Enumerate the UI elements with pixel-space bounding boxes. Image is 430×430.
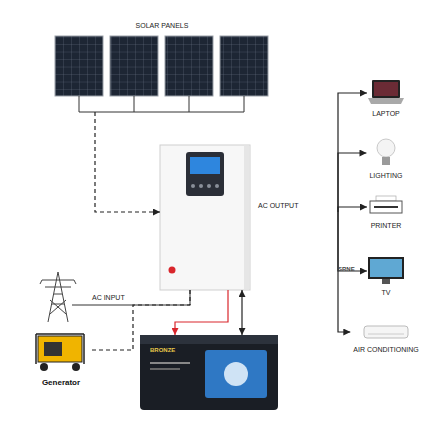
battery-icon-part [150,368,180,370]
printer-icon-part [374,206,398,208]
panel-wire-part [79,96,244,112]
battery-charge-line [175,290,228,335]
node-label: Generator [42,378,80,387]
air-conditioner-icon-part [368,334,404,335]
node-label: SOLAR PANELS [136,22,189,30]
power-tower-icon-part [40,272,76,322]
generator-icon [36,334,84,371]
connector-group [92,93,367,350]
generator-unit: Generator [30,328,92,387]
battery-link [241,290,242,335]
inverter-box: SRNE [160,145,338,290]
power-tower-icon [40,272,76,322]
solar-panel-part [220,36,268,96]
battery-icon [140,335,278,410]
laptop-icon-part [368,98,404,104]
panel-wire [79,96,244,112]
node-label: SRNE [338,266,355,273]
battery-icon-part [140,335,278,344]
laptop-icon [368,80,404,104]
ac-output-line [338,93,367,212]
light-bulb-icon-part [377,139,395,157]
generator-icon-part [38,336,82,362]
generator-icon-part [72,363,80,371]
battery-unit: BRONZE [140,335,278,410]
load-device: AIR CONDITIONING [350,322,421,354]
light-bulb-icon-part [382,157,390,165]
inverter-unit-part [191,184,195,188]
tv-icon-part [382,279,390,284]
inverter-unit-part [186,152,224,196]
generator-icon-part [40,363,48,371]
device-label: TV [382,289,391,297]
solar-panel-part [165,36,213,96]
laptop-icon-part [374,82,398,96]
ac-output-line [338,153,366,212]
inverter-unit-part [190,157,220,174]
ac-output-line [338,212,367,271]
inverter-unit-part [244,146,250,290]
inverter-unit-part [207,184,211,188]
generator-link [92,290,190,350]
bus-label: AC INPUT [92,294,125,302]
laptop-icon-part [372,80,400,98]
inverter-unit-part [215,184,219,188]
battery-icon-part [224,362,248,386]
air-conditioner-icon-part [364,326,408,338]
tv-icon-part [368,257,404,279]
air-conditioner-icon [364,326,408,338]
bus-label: AC OUTPUT [258,202,298,210]
light-bulb-icon [377,139,395,165]
inverter-unit [160,145,250,290]
grid-wire [72,290,190,305]
device-label: LAPTOP [372,110,400,118]
battery-icon-part [150,362,190,364]
generator-icon-part [44,342,62,356]
grid-wire-part [72,290,190,305]
load-device: LIGHTING [366,138,405,180]
solar-panel-array: SOLAR PANELS [52,22,272,112]
battery-icon-part [140,335,278,410]
load-device: LAPTOP [367,80,405,118]
tv-icon-part [370,259,402,277]
inverter-unit-part [169,267,176,274]
generator-icon-part [36,334,84,364]
solar-dc-link [95,112,160,212]
ac-output-line [338,207,367,212]
battery-icon-part [205,350,267,398]
inverter-unit-part [160,145,250,290]
solar-panel [55,36,268,96]
device-label: PRINTER [371,222,402,230]
printer-icon-part [370,201,402,213]
node-label: BRONZE [150,347,175,354]
load-device: PRINTER [367,196,405,230]
device-label: AIR CONDITIONING [353,346,418,354]
inverter-unit-part [199,184,203,188]
solar-panel-part [110,36,158,96]
tv-icon [368,257,404,284]
device-label: LIGHTING [369,172,402,180]
printer-icon [370,196,402,213]
printer-icon-part [376,196,396,201]
load-device: TV [367,257,405,297]
solar-panel-part [55,36,103,96]
